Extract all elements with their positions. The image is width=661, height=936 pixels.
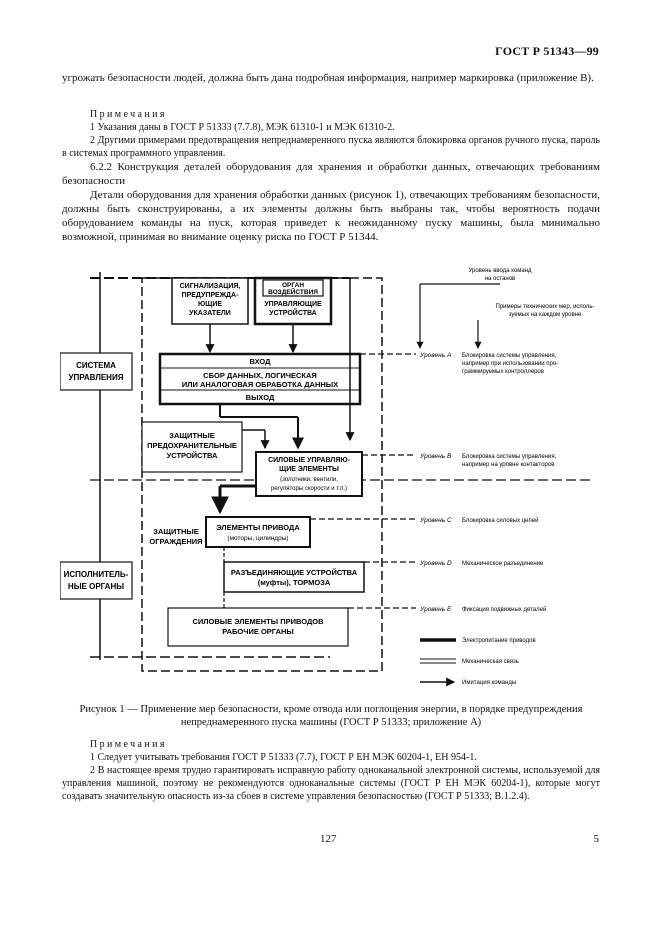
processing-line: ИЛИ АНАЛОГОВАЯ ОБРАБОТКА ДАННЫХ <box>182 380 338 389</box>
page-number-right: 5 <box>593 833 600 845</box>
page-number-center: 127 <box>320 833 337 845</box>
level-a-desc: например при использовании про- <box>462 361 558 367</box>
processing-line: СБОР ДАННЫХ, ЛОГИЧЕСКАЯ <box>203 371 317 380</box>
guards-line: ЗАЩИТНЫЕ <box>153 527 199 536</box>
power-drive-line: РАБОЧИЕ ОРГАНЫ <box>222 627 294 636</box>
level-b-desc: например на уровне контакторов <box>462 462 554 468</box>
drive-elements-box <box>205 516 311 548</box>
level-b-desc: Блокировка системы управления, <box>462 454 557 460</box>
section-heading: 6.2.2 Конструкция деталей оборудования д… <box>62 161 600 187</box>
disconnect-line: (муфты), ТОРМОЗА <box>258 578 331 587</box>
disconnect-box <box>223 561 365 593</box>
guards-line: ОГРАЖДЕНИЯ <box>149 537 202 546</box>
power-drive-line: СИЛОВЫЕ ЭЛЕМЕНТЫ ПРИВОДОВ <box>192 617 324 626</box>
level-c-desc: Блокировка силовых цепей <box>462 517 538 524</box>
level-b-label: Уровень В <box>419 453 452 460</box>
note-item: 1 Указания даны в ГОСТ Р 51333 (7.7.8), … <box>90 122 395 133</box>
examples-line: Примеры технических мер, исполь- <box>496 304 595 310</box>
organ-line: ВОЗДЕЙСТВИЯ <box>268 287 318 296</box>
power-control-line: (золотники, вентили, <box>280 477 338 483</box>
level-d-label: Уровень D <box>419 560 452 567</box>
note-item: 2 В настоящее время трудно гарантировать… <box>62 765 600 802</box>
operating-organ-box <box>262 279 324 297</box>
notes-title: Примечания <box>90 739 167 750</box>
level-e-desc: Фиксация подвижных деталей <box>462 606 546 613</box>
drive-line: (моторы, цилиндры) <box>227 535 288 542</box>
control-system-box <box>60 352 133 391</box>
notes-title: Примечания <box>90 109 167 120</box>
intro-paragraph: угрожать безопасности людей, должна быть… <box>62 72 594 84</box>
level-a-desc: Блокировка системы управления, <box>462 353 557 359</box>
signal-line: УКАЗАТЕЛИ <box>189 310 231 317</box>
protective-devices-box <box>141 421 243 473</box>
power-control-box <box>255 451 363 497</box>
control-system-line: УПРАВЛЕНИЯ <box>69 373 124 382</box>
note-item: 2 Другими примерами предотвращения непре… <box>62 135 600 159</box>
level-e-label: Уровень Е <box>419 606 452 613</box>
safety-levels-diagram: СИСТЕМА УПРАВЛЕНИЯ ИСПОЛНИТЕЛЬ- НЫЕ ОРГА… <box>60 268 595 687</box>
actuators-line: НЫЕ ОРГАНЫ <box>68 582 124 591</box>
note-item: 1 Следует учитывать требования ГОСТ Р 51… <box>90 752 477 763</box>
standard-code: ГОСТ Р 51343—99 <box>495 44 599 58</box>
level-c-label: Уровень С <box>419 517 452 524</box>
organ-line: ОРГАН <box>282 282 304 289</box>
section-paragraph: Детали оборудования для хранения обработ… <box>62 189 600 243</box>
actuators-box <box>60 561 133 600</box>
legend-power-label: Электропитание приводов <box>462 638 536 644</box>
figure-caption: Рисунок 1 — Применение мер безопасности,… <box>79 704 583 728</box>
examples-line: зуемых на каждом уровне <box>509 312 582 318</box>
control-system-line: СИСТЕМА <box>76 361 116 370</box>
figure-1-diagram: СИСТЕМА УПРАВЛЕНИЯ ИСПОЛНИТЕЛЬ- НЫЕ ОРГА… <box>60 262 608 694</box>
level-a-desc: граммируемых контроллеров <box>462 369 544 375</box>
cmd-input-line: на останов <box>485 276 516 282</box>
notes-block-1: Примечания 1 Указания даны в ГОСТ Р 5133… <box>62 108 600 160</box>
level-d-desc: Механическое разъединение <box>462 561 544 567</box>
signal-line: СИГНАЛИЗАЦИЯ, <box>180 283 241 290</box>
output-label: ВЫХОД <box>246 393 275 402</box>
signal-line: ПРЕДУПРЕЖДА- <box>182 292 240 299</box>
protective-line: УСТРОЙСТВА <box>167 451 218 460</box>
power-control-line: СИЛОВЫЕ УПРАВЛЯЮ- <box>268 457 351 464</box>
protective-line: ПРЕДОХРАНИТЕЛЬНЫЕ <box>147 441 237 450</box>
cmd-input-line: Уровень ввода команд <box>468 268 532 274</box>
drive-line: ЭЛЕМЕНТЫ ПРИВОДА <box>216 523 300 532</box>
signal-line: ЮЩИЕ <box>198 301 222 308</box>
processing-block <box>158 352 362 406</box>
disconnect-line: РАЗЪЕДИНЯЮЩИЕ УСТРОЙСТВА <box>231 568 358 577</box>
protective-line: ЗАЩИТНЫЕ <box>169 431 215 440</box>
legend-mech-label: Механическая связь <box>462 659 519 665</box>
notes-block-2: Примечания 1 Следует учитывать требовани… <box>62 738 600 803</box>
level-a-label: Уровень А <box>419 352 451 359</box>
signal-box <box>171 277 249 325</box>
control-devices-line: УПРАВЛЯЮЩИЕ <box>264 301 322 308</box>
power-control-line: регуляторы скорости и т.п.) <box>271 486 347 492</box>
actuators-line: ИСПОЛНИТЕЛЬ- <box>64 570 129 579</box>
input-label: ВХОД <box>249 357 271 366</box>
legend-cmd-label: Имитация команды <box>462 680 516 686</box>
power-control-line: ЩИЕ ЭЛЕМЕНТЫ <box>279 466 339 473</box>
power-drive-box <box>167 607 349 647</box>
control-devices-line: УСТРОЙСТВА <box>269 308 316 317</box>
